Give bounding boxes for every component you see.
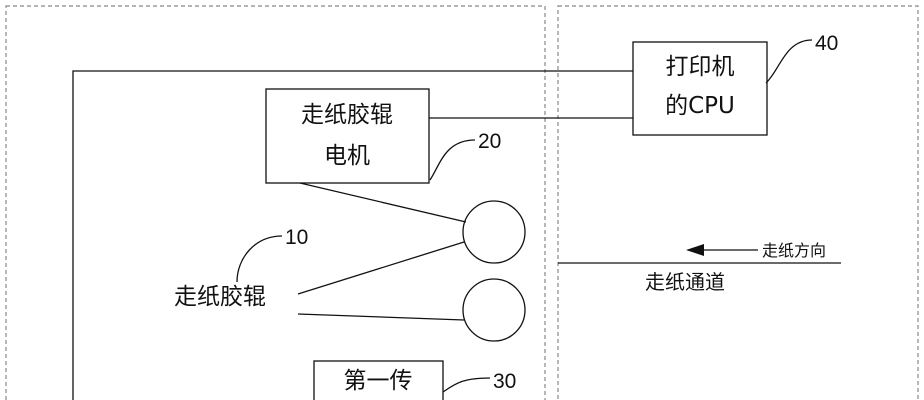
ref-10: 10 <box>285 226 308 249</box>
sensor-label: 第一传 <box>344 368 413 394</box>
motor-label-line1: 走纸胶辊 <box>301 102 393 128</box>
ref-20: 20 <box>478 130 501 153</box>
roller-label: 走纸胶辊 <box>174 284 266 310</box>
roller-label-leader-top <box>297 241 465 295</box>
motor-roller-line <box>299 182 467 223</box>
ref-30: 30 <box>493 370 516 393</box>
motor-box <box>265 88 430 184</box>
cpu-label-line1: 打印机 <box>666 54 735 80</box>
paper-direction-arrow-head <box>686 244 704 256</box>
ref-20-leader <box>429 139 476 181</box>
ref-40: 40 <box>815 32 838 55</box>
cpu-outer-connection-line <box>72 70 633 400</box>
motor-label-line2: 电机 <box>324 143 370 169</box>
cpu-box <box>632 41 768 136</box>
printer-frame-left <box>5 5 546 400</box>
paper-channel-label: 走纸通道 <box>645 270 725 294</box>
paper-direction-label: 走纸方向 <box>762 241 826 260</box>
roller-top <box>462 200 526 264</box>
printer-frame-right <box>557 5 919 400</box>
sensor-box <box>313 360 444 400</box>
ref-40-leader <box>765 39 813 84</box>
cpu-label-line2: 的CPU <box>665 93 735 119</box>
ref-10-leader <box>236 235 283 283</box>
ref-30-leader <box>442 377 491 393</box>
roller-bottom <box>462 278 526 342</box>
roller-label-leader-bottom <box>297 313 465 321</box>
